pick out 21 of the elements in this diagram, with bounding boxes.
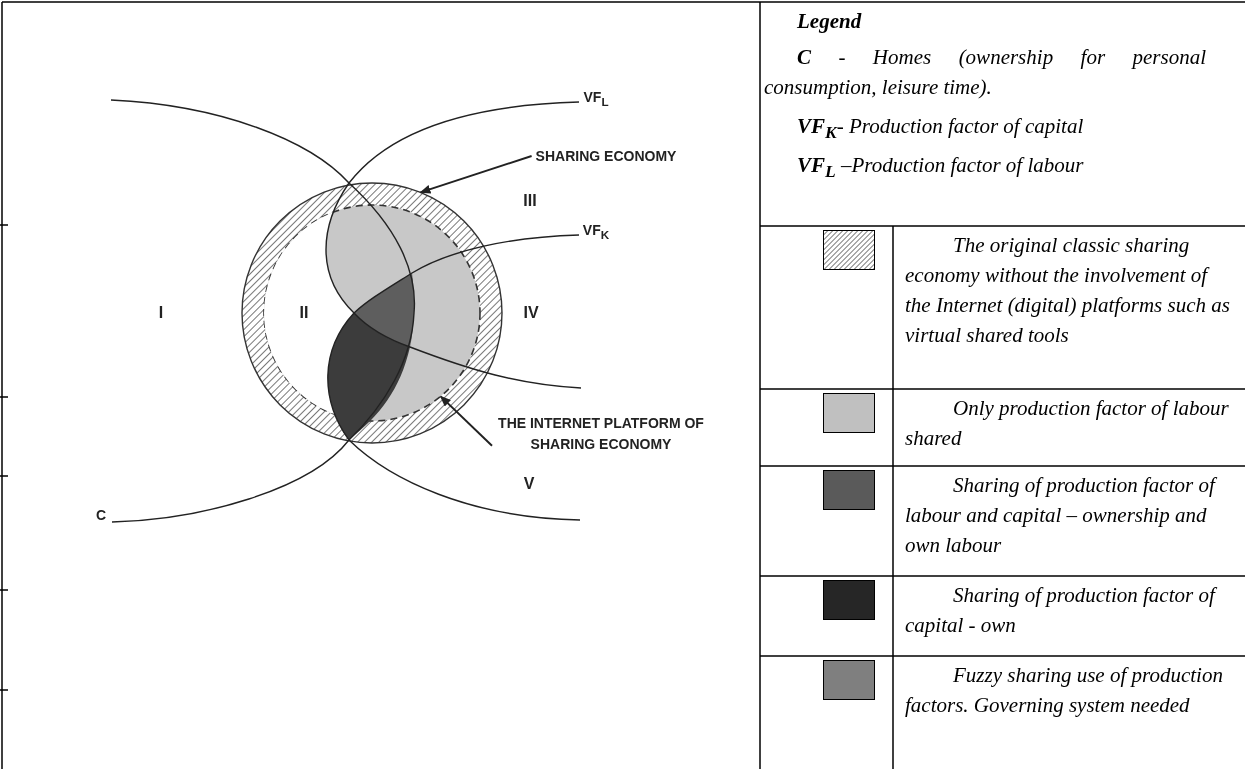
legend-title: Legend [797, 8, 863, 35]
curve-label: C [95, 508, 107, 522]
leader-arrow [439, 395, 493, 447]
region-numeral: III [523, 193, 537, 209]
legend-note: VF$_{L}$ –Production factor of labour [796, 152, 1085, 184]
curve-label: VF$_{L}$ [583, 90, 609, 108]
leader-arrow [419, 155, 533, 194]
legend-text: Sharing of production factor of capital - own [905, 582, 1218, 639]
region-numeral: II [299, 305, 309, 321]
legend-text: Fuzzy sharing use of production factors. Governing system needed [905, 662, 1224, 719]
region-numeral: IV [523, 305, 539, 321]
region-numeral: V [523, 476, 535, 492]
legend-text: Only production factor of labour shared [905, 395, 1230, 452]
legend-note: C - Homes (ownership for personal consumption, leisure time). [764, 44, 1206, 101]
legend-note: VF$_{K}$- Production factor of capital [796, 113, 1085, 145]
legend-text: Sharing of production factor of labour and capital – ownership and own labour [905, 472, 1218, 559]
curve-label: VF$_{K}$ [582, 223, 610, 241]
callout-label: SHARING ECONOMY [535, 145, 677, 167]
legend-text: The original classic sharing economy without the involvement of the Internet (digital) platforms such as virtual shared tools [905, 232, 1231, 349]
callout-label: THE INTERNET PLATFORM OF SHARING ECONOMY [496, 413, 706, 455]
region-numeral: I [158, 305, 164, 321]
